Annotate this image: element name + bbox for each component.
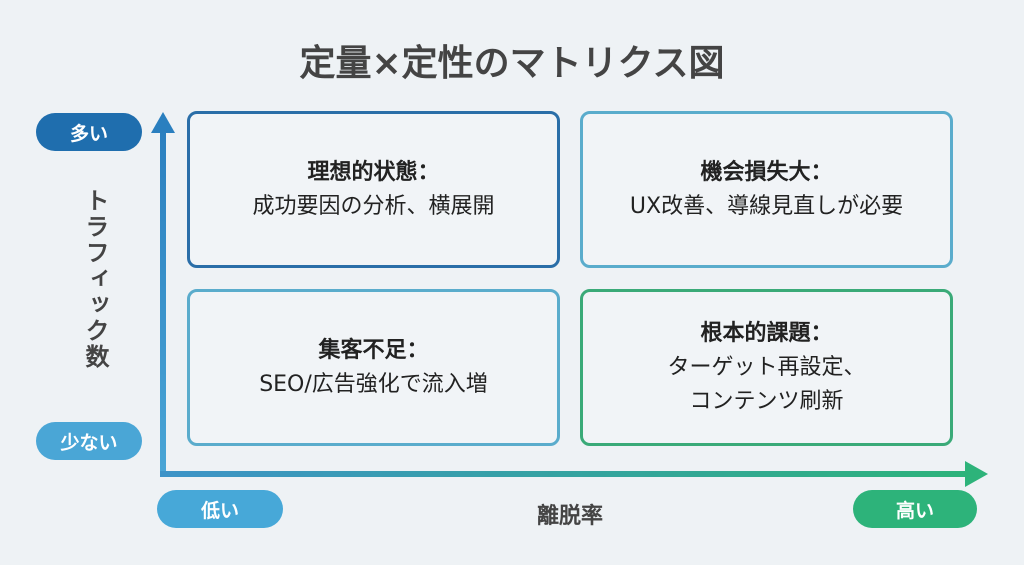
x-axis-line (160, 471, 970, 477)
quadrant-heading: 集客不足： (318, 337, 429, 363)
quadrant-text: コンテンツ刷新 (689, 388, 844, 414)
quadrant-text: ターゲット再設定、 (667, 354, 866, 380)
x-low-label: 低い (157, 490, 283, 528)
quadrant-text: UX改善、導線見直しが必要 (629, 193, 904, 219)
x-axis-title: 離脱率 (536, 504, 603, 529)
quadrant-heading: 根本的課題： (700, 320, 833, 346)
y-axis-line (160, 128, 166, 477)
quadrant-text: 成功要因の分析、横展開 (252, 193, 495, 219)
y-axis-arrowhead (151, 112, 175, 133)
page-title: 定量×定性のマトリクス図 (299, 43, 725, 84)
quadrant-text: SEO/広告強化で流入増 (259, 371, 488, 397)
quadrant-ideal: 理想的状態： 成功要因の分析、横展開 (187, 111, 560, 268)
quadrant-lack-of-traffic: 集客不足： SEO/広告強化で流入増 (187, 289, 560, 446)
quadrant-fundamental-issue: 根本的課題： ターゲット再設定、 コンテンツ刷新 (580, 289, 953, 446)
quadrant-opportunity-loss: 機会損失大： UX改善、導線見直しが必要 (580, 111, 953, 268)
y-high-label: 多い (36, 113, 142, 151)
x-axis-arrowhead (965, 461, 988, 487)
quadrant-heading: 機会損失大： (700, 159, 833, 185)
quadrant-heading: 理想的状態： (307, 159, 440, 185)
x-high-label: 高い (853, 490, 977, 528)
y-axis-title: トラフィック数 (81, 188, 109, 370)
y-low-label: 少ない (36, 422, 142, 460)
